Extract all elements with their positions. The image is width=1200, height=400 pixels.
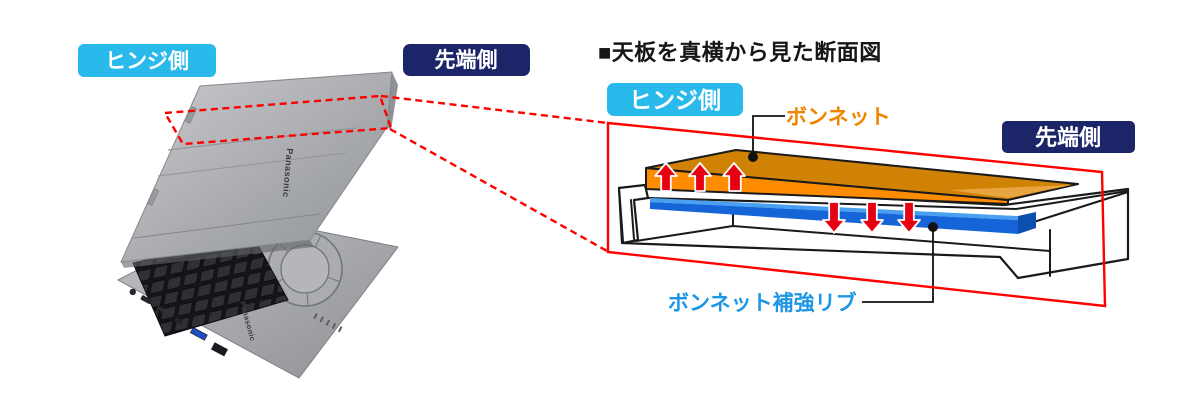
port-hdmi [140, 295, 152, 305]
bonnet-top-face [645, 149, 1079, 201]
diagram-title: ■天板を真横から見た断面図 [598, 40, 882, 65]
bonnet-top-highlight [950, 185, 1072, 198]
down-arrow-3 [897, 201, 921, 234]
lid-brand-logo: Panasonic [281, 148, 295, 198]
rib-end-cap [1018, 212, 1036, 234]
zoom-projection-lines [163, 94, 609, 253]
label-laptop-front-side-text: 先端側 [435, 49, 498, 72]
zoom-frame [606, 121, 1107, 308]
up-arrow-1 [654, 162, 678, 192]
up-arrow-2 [688, 162, 712, 192]
label-diagram-hinge-side: ヒンジ側 [607, 83, 743, 116]
projection-line-bottom [389, 127, 608, 253]
label-laptop-hinge-side: ヒンジ側 [78, 44, 216, 77]
annotation-bonnet: ボンネット [786, 106, 891, 129]
label-laptop-front-side: 先端側 [403, 44, 530, 76]
down-arrow-1 [822, 201, 846, 234]
label-diagram-front-side: 先端側 [1002, 121, 1135, 153]
status-leds [313, 313, 343, 333]
headphone-jack [129, 288, 136, 296]
hinge-tab-2 [146, 188, 160, 206]
laptop-lid [120, 71, 393, 263]
rib-leader-line [862, 228, 934, 303]
up-arrow-3 [722, 162, 746, 192]
lid-seam-3 [133, 213, 321, 239]
bonnet-leader-dot [748, 152, 758, 162]
usb-port-blue [189, 327, 208, 341]
cross-section-diagram [617, 115, 1130, 303]
down-arrow-2 [860, 201, 884, 234]
tray-lip-inner-line [630, 199, 635, 240]
tray-front-top-edge [1017, 191, 1129, 228]
hinge-shadow [121, 240, 314, 268]
annotation-reinforcement-rib: ボンネット補強リブ [668, 291, 857, 315]
label-diagram-hinge-side-text: ヒンジ側 [629, 87, 721, 113]
up-force-arrows [654, 162, 746, 192]
port-small [156, 305, 165, 313]
usb-port-black [210, 342, 228, 357]
lid-seam-1 [167, 127, 357, 151]
tray-rim-edge [647, 190, 1129, 210]
rib-leader-dot [928, 222, 938, 232]
bonnet-leader-line [752, 115, 785, 157]
laptop-photo: Panasonic Panasonic [116, 71, 399, 379]
down-force-arrows [822, 201, 921, 234]
lid-seam-2 [157, 152, 347, 177]
side-ports [129, 288, 228, 357]
lid-side-face [387, 72, 398, 130]
label-laptop-hinge-side-text: ヒンジ側 [105, 50, 189, 73]
port-small-2 [174, 317, 184, 325]
wheel-pad [267, 231, 343, 307]
projection-line-top [380, 94, 609, 125]
highlight-region-on-lid [163, 94, 393, 146]
label-diagram-front-side-text: 先端側 [1035, 125, 1101, 150]
